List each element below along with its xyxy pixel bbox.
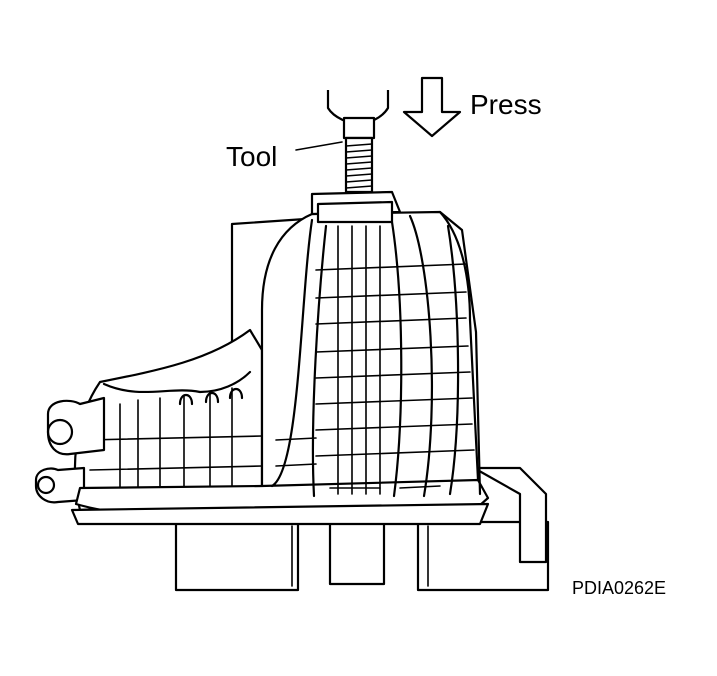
press-direction-arrow-icon xyxy=(402,76,462,138)
transfer-case-body xyxy=(70,190,490,526)
mounting-bosses xyxy=(34,396,106,504)
press-tool xyxy=(295,90,390,194)
support-blocks xyxy=(174,466,550,592)
press-label: Press xyxy=(470,89,542,120)
tool-label: Tool xyxy=(226,141,277,172)
figure-code: PDIA0262E xyxy=(572,578,666,598)
